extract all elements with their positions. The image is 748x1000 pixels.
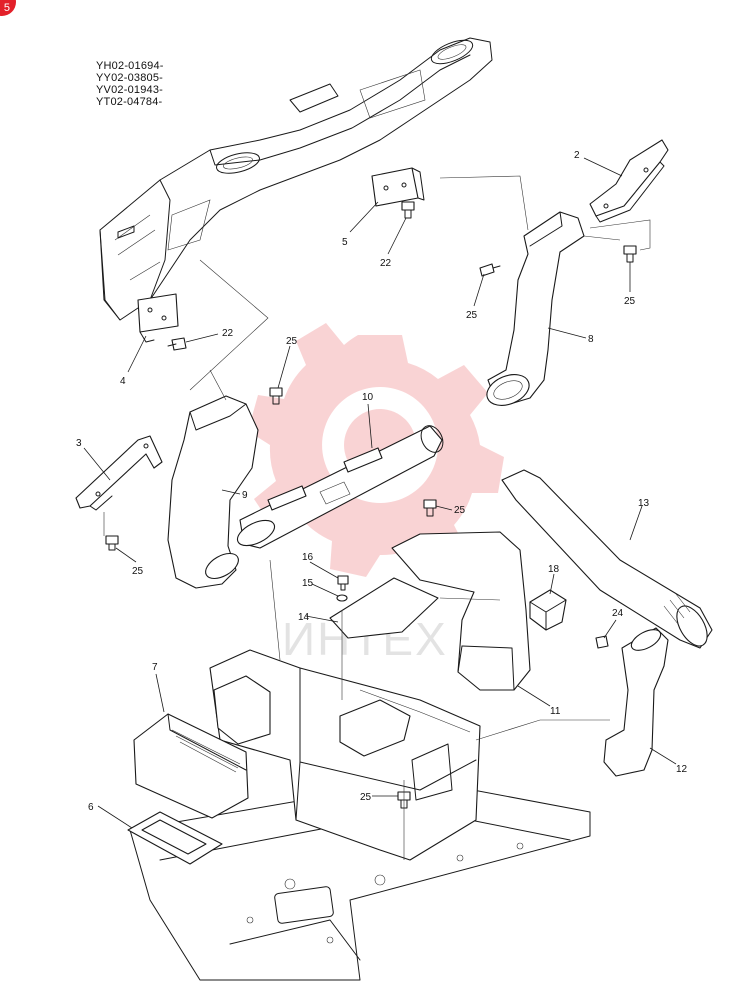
part-15-washer — [336, 594, 348, 602]
part-10-duct — [236, 425, 444, 549]
part-25-bolt-b — [479, 263, 501, 277]
callout-25: 25 — [286, 336, 298, 347]
model-code: YY02-03805- — [96, 72, 164, 84]
callout-25: 25 — [454, 505, 466, 516]
callout-14: 14 — [298, 612, 310, 623]
part-11-duct — [391, 531, 531, 691]
callout-16: 16 — [302, 552, 314, 563]
part-4-bracket — [137, 293, 179, 343]
callout-24: 24 — [612, 608, 624, 619]
callout-2: 2 — [574, 150, 580, 161]
part-3-bracket — [75, 435, 163, 511]
upper-duct-frame — [99, 37, 493, 321]
part-14-sheet — [329, 577, 439, 639]
callout-22: 22 — [380, 258, 392, 269]
part-25-bolt-a — [623, 245, 637, 263]
assembly-lines — [103, 175, 651, 860]
callout-9: 9 — [242, 490, 248, 501]
callout-25: 25 — [466, 310, 478, 321]
part-5-bracket — [371, 167, 425, 207]
callout-labels: 2 5 22 25 25 8 22 4 25 10 3 9 25 25 13 1… — [76, 150, 688, 813]
callout-4: 4 — [120, 376, 126, 387]
part-25-bolt-e — [423, 499, 437, 517]
part-6-frame — [127, 811, 223, 865]
model-serial-codes: YH02-01694- YY02-03805- YV02-01943- YT02… — [96, 60, 164, 108]
callout-8: 8 — [588, 334, 594, 345]
callout-10: 10 — [362, 392, 374, 403]
part-25-bolt-d — [105, 535, 119, 551]
callout-leaders — [83, 157, 677, 829]
callout-25: 25 — [132, 566, 144, 577]
part-22-bolt-lower — [167, 337, 187, 351]
callout-6: 6 — [88, 802, 94, 813]
part-13-hose — [501, 469, 713, 649]
callout-15: 15 — [302, 578, 314, 589]
part-9-duct — [167, 395, 259, 589]
callout-22: 22 — [222, 328, 234, 339]
part-16-bolt — [337, 575, 349, 591]
callout-7: 7 — [152, 662, 158, 673]
callout-25: 25 — [360, 792, 372, 803]
part-8-duct — [486, 211, 585, 406]
part-12-duct — [603, 627, 669, 777]
part-22-bolt-upper — [401, 201, 415, 219]
callout-25: 25 — [624, 296, 636, 307]
part-2-bracket — [589, 139, 669, 223]
callout-11: 11 — [550, 706, 561, 717]
callout-18: 18 — [548, 564, 560, 575]
callout-13: 13 — [638, 498, 650, 509]
callout-12: 12 — [676, 764, 688, 775]
callout-3: 3 — [76, 438, 82, 449]
part-24-bolt — [595, 635, 609, 649]
callout-5: 5 — [342, 237, 348, 248]
part-7-filter-unit — [133, 713, 249, 819]
part-18-block — [529, 589, 567, 631]
model-code: YV02-01943- — [96, 84, 164, 96]
model-code: YT02-04784- — [96, 96, 163, 108]
model-code: YH02-01694- — [96, 60, 164, 72]
blower-unit-housing — [209, 649, 481, 861]
